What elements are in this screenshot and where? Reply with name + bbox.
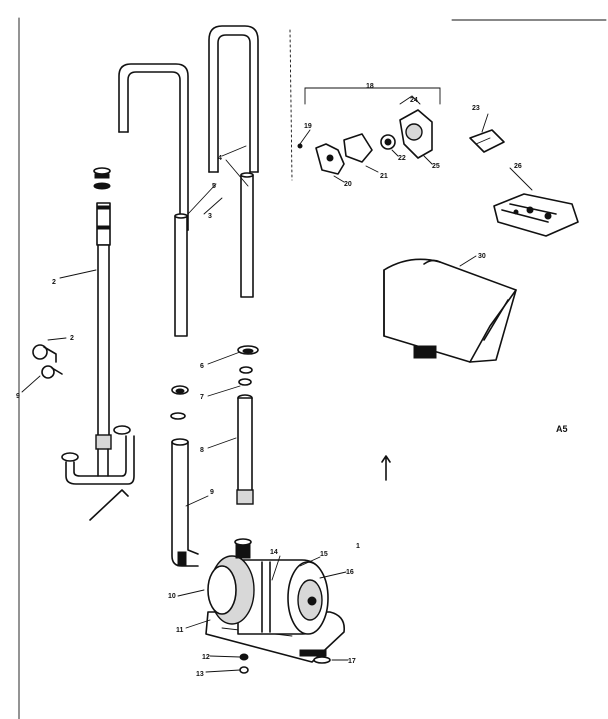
callout-7: 7 xyxy=(200,394,204,401)
callout-19: 19 xyxy=(304,123,312,130)
tee-manifold xyxy=(61,425,135,485)
section-divider xyxy=(289,29,293,181)
drain-plug-parts xyxy=(239,653,249,674)
callout-25: 25 xyxy=(432,163,440,170)
callout-1: 1 xyxy=(356,543,360,550)
callout-26: 26 xyxy=(514,163,522,170)
callout-13: 13 xyxy=(196,671,204,678)
clamp-parts xyxy=(32,344,63,379)
page-code: A5 xyxy=(556,424,568,434)
callout-6: 6 xyxy=(200,363,204,370)
callout-14: 14 xyxy=(270,549,278,556)
callout-3: 3 xyxy=(208,213,212,220)
callout-15: 15 xyxy=(320,551,328,558)
callout-11: 11 xyxy=(176,627,184,634)
tube-section-right xyxy=(240,172,254,298)
callout-4: 4 xyxy=(218,155,222,162)
callout-18: 18 xyxy=(366,83,374,90)
callout-22: 22 xyxy=(398,155,406,162)
callout-8: 8 xyxy=(200,447,204,454)
callout-23: 23 xyxy=(472,105,480,112)
callout-2-top: 2 xyxy=(52,279,56,286)
callout-12: 12 xyxy=(202,654,210,661)
collar-top xyxy=(93,167,111,190)
callout-10: 10 xyxy=(168,593,176,600)
callout-21: 21 xyxy=(380,173,388,180)
control-board xyxy=(493,193,579,237)
callout-24: 24 xyxy=(410,97,418,104)
callout-20: 20 xyxy=(344,181,352,188)
callout-2-clamp: 2 xyxy=(70,335,74,342)
impeller-group xyxy=(297,87,441,175)
pipe-nipple xyxy=(236,394,254,505)
reference-arrow-up xyxy=(381,455,391,481)
terminal-block xyxy=(469,129,505,153)
reference-arrow-left xyxy=(89,489,129,521)
pump-motor-assembly xyxy=(205,538,346,664)
callout-17: 17 xyxy=(348,658,356,665)
callout-9-clamp: 9 xyxy=(16,393,20,400)
callout-16: 16 xyxy=(346,569,354,576)
callout-labels: 1 2 2 3 4 5 6 7 8 9 9 10 11 12 13 14 15 … xyxy=(16,83,568,678)
u-tube-right xyxy=(208,25,259,173)
callout-5: 5 xyxy=(212,183,216,190)
motor-cover xyxy=(383,258,517,363)
elbow-pipe xyxy=(171,438,199,567)
callout-30: 30 xyxy=(478,253,486,260)
washers xyxy=(170,345,259,420)
callout-9-elbow: 9 xyxy=(210,489,214,496)
tube-section-left xyxy=(174,213,188,337)
u-tube-left xyxy=(118,63,189,231)
main-pipe xyxy=(95,202,112,450)
leader-lines xyxy=(21,113,533,673)
